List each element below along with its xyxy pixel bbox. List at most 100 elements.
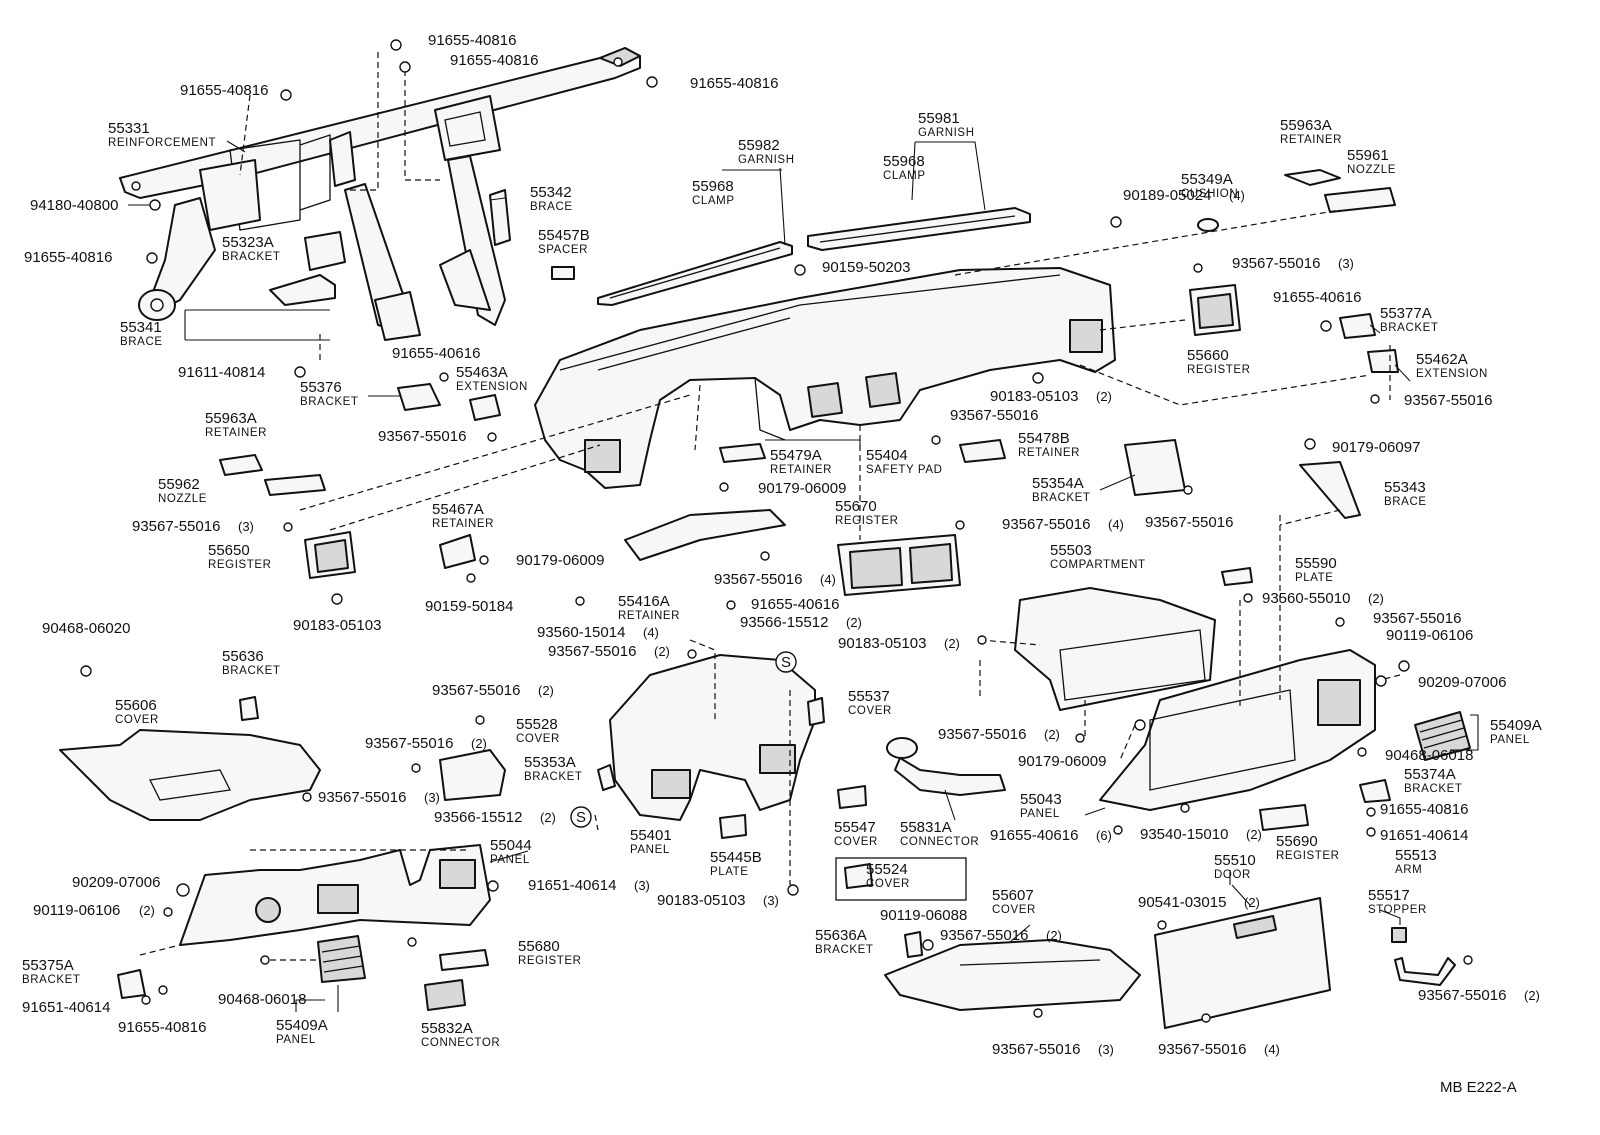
part-number: 91611-40814 [178,364,265,381]
panel-55043 [1099,649,1376,811]
quantity: (2) [471,736,487,751]
part-label: 90159-50184 [425,598,513,615]
part-name: NOZZLE [158,493,207,505]
part-number: 93567-55016 [1002,516,1090,533]
nozzle-55962 [264,474,326,496]
part-label: 91655-40616 [751,596,839,613]
part-name: BRACKET [524,771,583,783]
part-name: DOOR [1214,869,1251,881]
part-label: 93567-55016(2) [938,726,1060,743]
quantity: (4) [820,572,836,587]
part-label: 91655-40816 [428,32,516,49]
part-name: BRACKET [1380,322,1439,334]
quantity: (2) [1096,389,1112,404]
part-name: BRACKET [1404,783,1463,795]
bracket-55377a [1339,313,1376,339]
brace-lower [269,274,336,306]
part-number: 91651-40614 [22,999,110,1016]
part-number: 90209-07006 [72,874,160,891]
part-label: 93567-55016(3) [132,518,254,535]
cushion-55349a [1197,218,1219,232]
svg-text:S: S [781,654,791,671]
quantity: (2) [1524,988,1540,1003]
part-name: REGISTER [518,955,582,967]
part-name: RETAINER [770,464,832,476]
part-label: 93567-55016(3) [1232,255,1354,272]
quantity: (3) [634,878,650,893]
part-label: 91655-40816 [450,52,538,69]
part-name: BRACE [530,201,573,213]
part-number: 91655-40816 [428,32,516,49]
quantity: (4) [1108,517,1124,532]
part-number: 55342 [530,184,572,201]
part-number: 91655-40816 [1380,801,1468,818]
part-number: 90468-06018 [1385,747,1473,764]
part-label: 91655-40816 [1380,801,1468,818]
part-name: EXTENSION [456,381,528,393]
part-name: GARNISH [738,154,795,166]
part-number: 91655-40816 [690,75,778,92]
plate-55590 [1221,567,1253,586]
part-name: GARNISH [918,127,975,139]
part-number: 55331 [108,120,150,137]
part-label: 90119-06088 [880,907,967,924]
part-label: 90541-03015(2) [1138,894,1260,911]
part-number: 55982 [738,137,780,154]
part-label: 90468-06018 [1385,747,1473,764]
quantity: (3) [1338,256,1354,271]
part-number: 91655-40816 [24,249,112,266]
retainer-55467a [439,534,476,569]
part-number: 55462A [1416,351,1468,368]
bracket-55323a [304,231,346,271]
part-label: 93567-55016(2) [1418,987,1540,1004]
part-name: PLATE [710,866,749,878]
part-number: 55670 [835,498,877,515]
assembly-lines [139,52,1401,961]
part-label: 93567-55016(2) [940,927,1062,944]
part-number: 90468-06018 [218,991,306,1008]
retainer-55478b [959,439,1006,463]
part-label: 90159-50203 [822,259,910,276]
part-label: 90183-05103(2) [990,388,1112,405]
part-label: 93560-55010(2) [1262,590,1384,607]
cover-55528 [597,764,616,791]
part-name: BRACE [120,336,163,348]
part-number: 93567-55016 [132,518,220,535]
quantity: (2) [139,903,155,918]
panel-55409a-right [1414,711,1471,761]
bracket-55375a [117,969,146,999]
part-labels: 91655-40816 91655-40816 91655-40816 91655-4… [22,32,1542,1058]
leader-lines [128,140,1479,1012]
quantity: (2) [654,644,670,659]
quantity: (2) [538,683,554,698]
cover-55537 [807,697,825,726]
part-label: 90179-06009 [758,480,846,497]
quantity: (3) [1098,1042,1114,1057]
part-label: 93567-55016(3) [992,1041,1114,1058]
part-name: BRACKET [222,665,281,677]
part-number: 55968 [692,178,734,195]
brace-vertical [344,155,511,341]
part-name: REGISTER [1276,850,1340,862]
part-number: 93567-55016 [548,643,636,660]
cover-55547 [837,785,867,809]
part-number: 55376 [300,379,342,396]
part-number: 91655-40816 [118,1019,206,1036]
part-number: 55961 [1347,147,1389,164]
part-name: PANEL [276,1034,316,1046]
part-name: PANEL [490,854,530,866]
part-label: 93567-55016(2) [432,682,554,699]
part-name: PANEL [630,844,670,856]
part-number: 55457B [538,227,590,244]
part-number: 90119-06106 [1386,627,1473,644]
